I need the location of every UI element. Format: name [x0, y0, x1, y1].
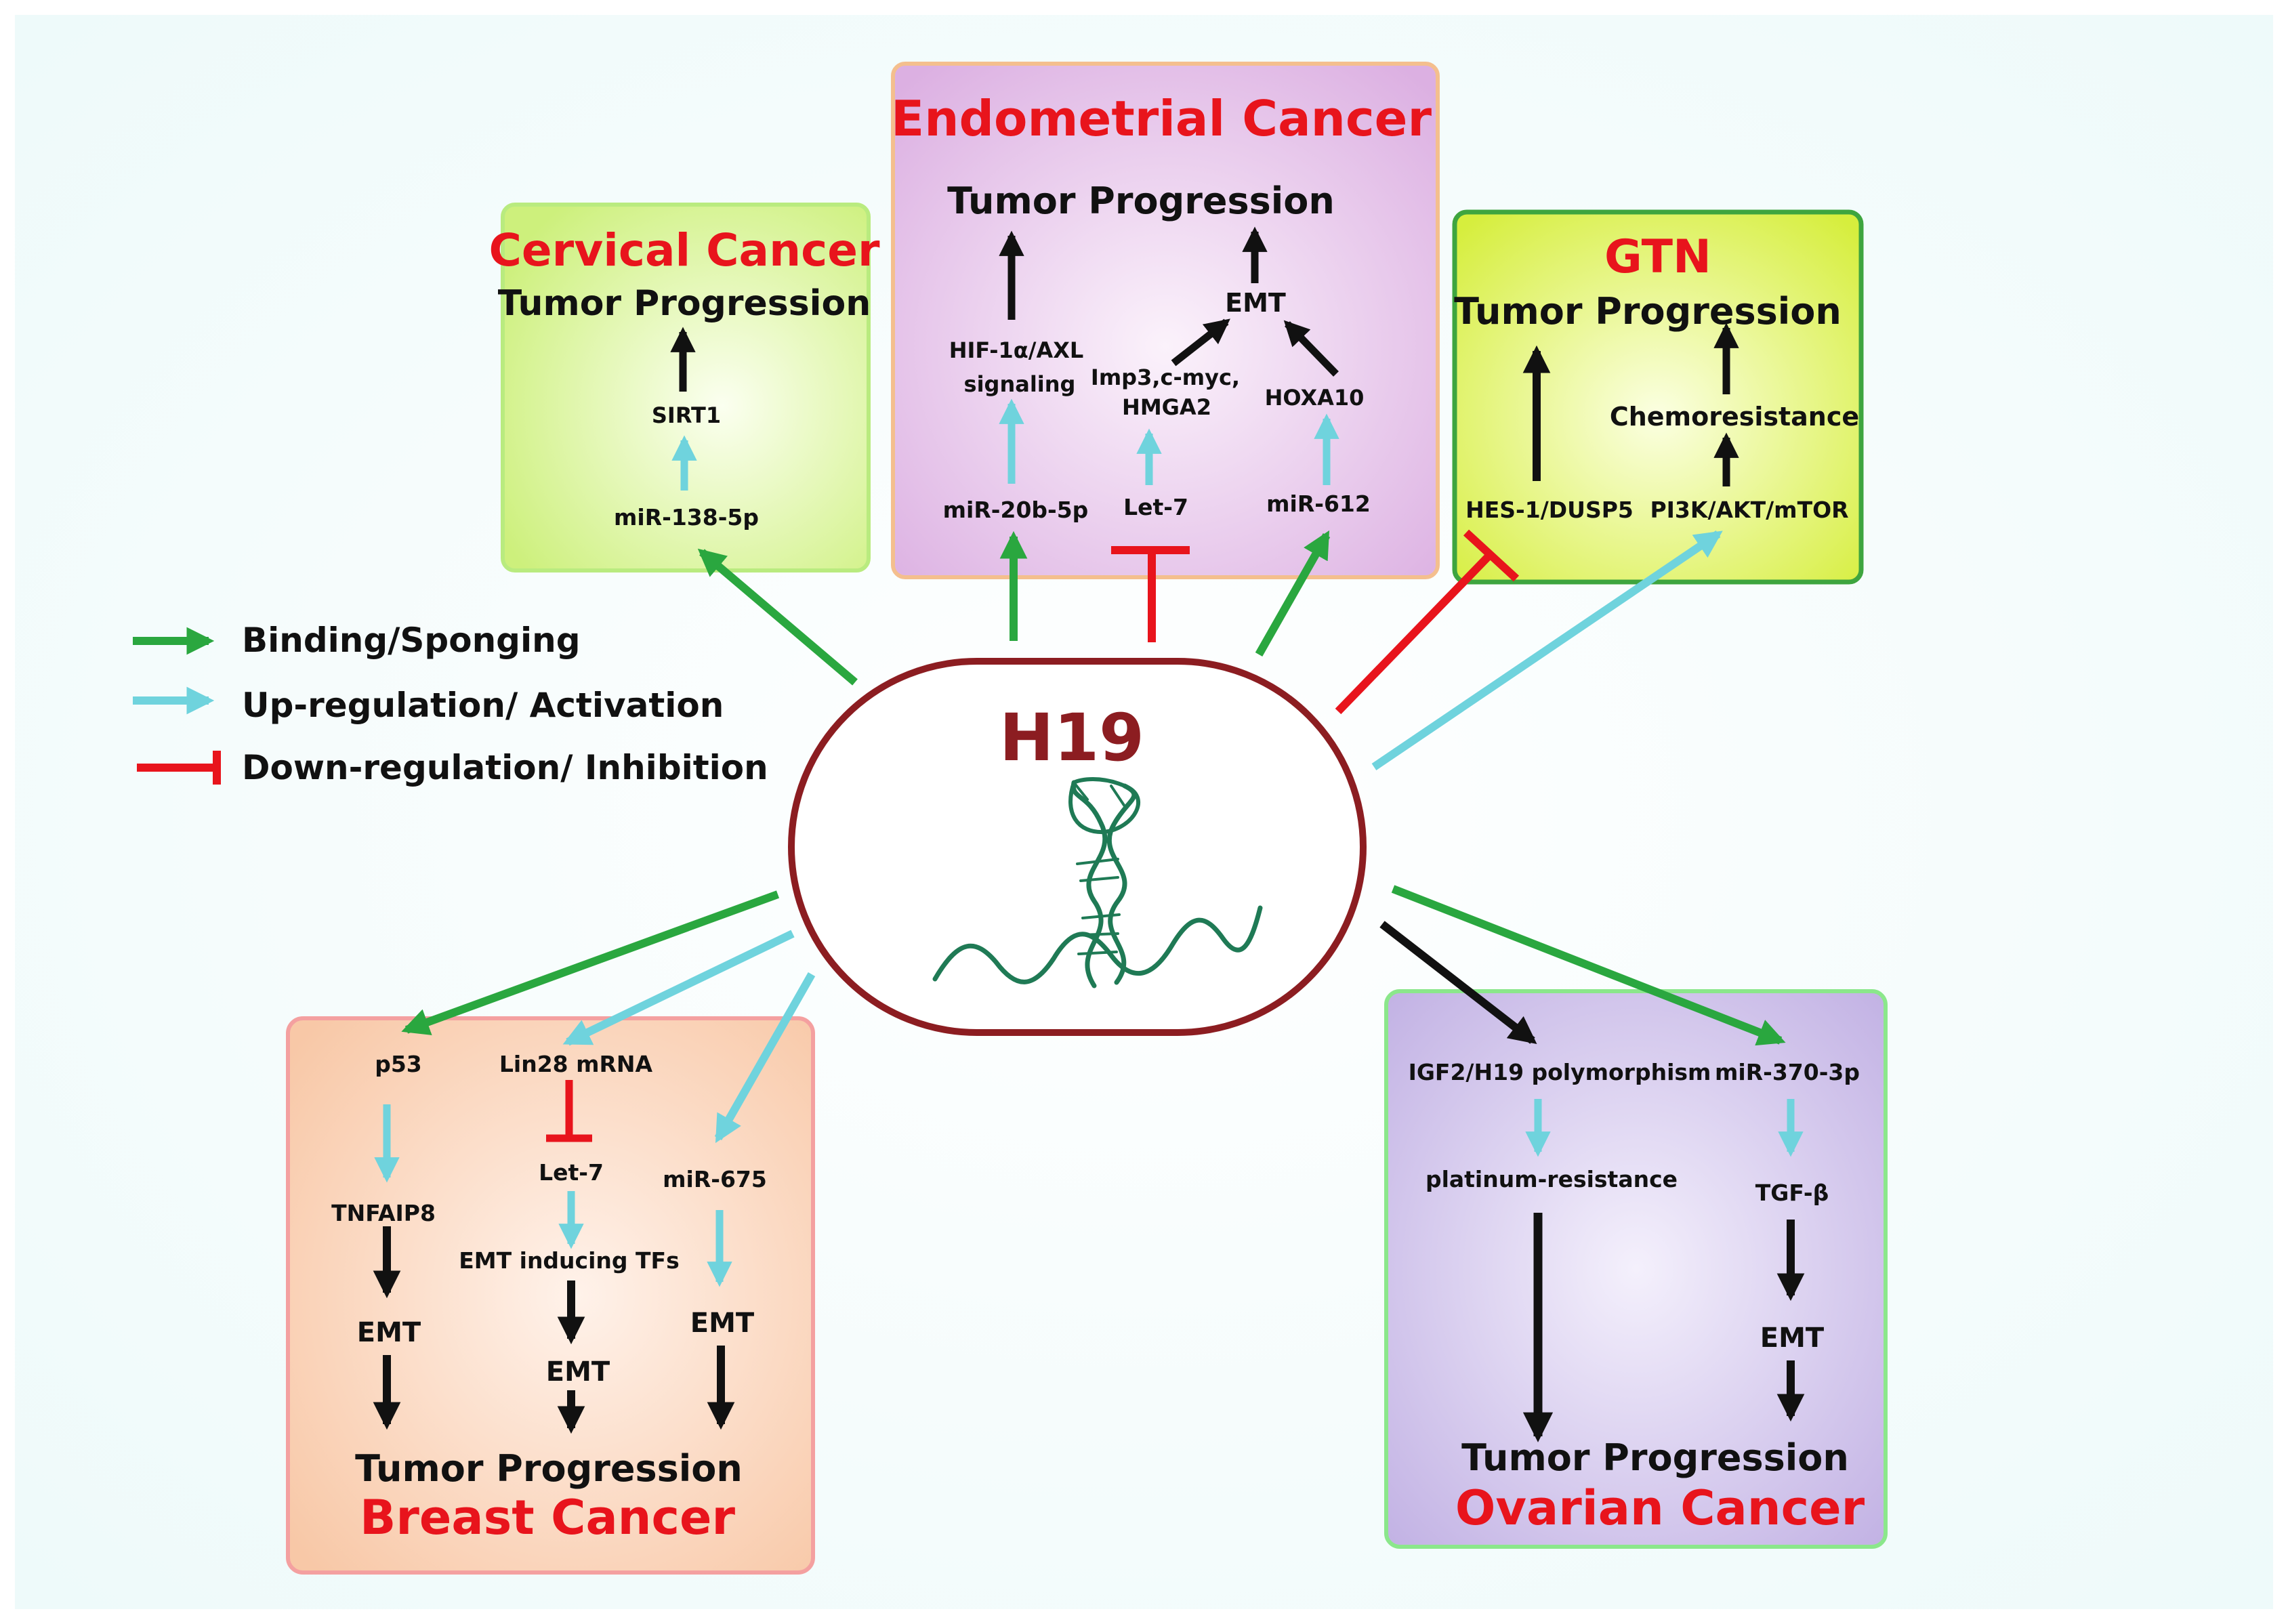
rna-helix-icon	[932, 777, 1263, 988]
endometrial-imp-line2: HMGA2	[1122, 394, 1211, 420]
gtn-panel	[1452, 209, 1864, 585]
breast-mir675-label: miR-675	[663, 1166, 767, 1192]
endometrial-emt-label: EMT	[1225, 288, 1286, 318]
endometrial-hif-line2: signaling	[964, 371, 1076, 397]
ovarian-tumor-progression: Tumor Progression	[1461, 1436, 1849, 1479]
ovarian-emt-label: EMT	[1760, 1323, 1825, 1354]
h19-mir370-binding-arrow	[1391, 885, 1786, 1046]
endometrial-mir20b-label: miR-20b-5p	[943, 497, 1089, 523]
breast-emt1-label: EMT	[357, 1317, 421, 1348]
breast-let7-label: Let-7	[539, 1159, 604, 1186]
legend-inhibition-label: Down-regulation/ Inhibition	[242, 748, 768, 787]
h19-title: H19	[999, 700, 1144, 776]
endometrial-let7-label: Let-7	[1123, 494, 1188, 520]
ovarian-cancer-title: Ovarian Cancer	[1455, 1480, 1865, 1536]
h19-capsule	[788, 658, 1367, 1036]
h19-cervical-binding-arrow	[697, 548, 858, 686]
breast-p53-label: p53	[375, 1051, 422, 1077]
cervical-sirt1-label: SIRT1	[652, 402, 721, 428]
breast-tumor-progression: Tumor Progression	[355, 1447, 743, 1490]
h19-mir612-binding-arrow	[1255, 530, 1331, 657]
endometrial-tumor-progression: Tumor Progression	[947, 180, 1335, 222]
h19-p53-binding-arrow	[401, 890, 780, 1035]
cervical-cancer-title: Cervical Cancer	[488, 224, 880, 276]
cervical-tumor-progression: Tumor Progression	[498, 283, 871, 324]
h19-igf2-arrow	[1379, 921, 1537, 1044]
ovarian-tgfb-label: TGF-β	[1755, 1180, 1829, 1206]
h19-lin28-activation-arrow	[562, 930, 795, 1046]
legend-binding-label: Binding/Sponging	[242, 621, 581, 660]
endometrial-hif-line1: HIF-1α/AXL	[949, 337, 1084, 363]
endometrial-hoxa10-label: HOXA10	[1265, 385, 1365, 411]
gtn-hes-label: HES-1/DUSP5	[1465, 497, 1634, 523]
breast-lin28-label: Lin28 mRNA	[499, 1051, 653, 1077]
endometrial-imp-line1: Imp3,c-myc,	[1091, 365, 1240, 390]
cervical-mir-label: miR-138-5p	[614, 504, 759, 530]
h19-mir675-activation-arrow	[714, 972, 816, 1144]
gtn-pi3k-label: PI3K/AKT/mTOR	[1650, 497, 1848, 523]
endometrial-imp-emt-arrow	[1171, 318, 1230, 367]
breast-cancer-panel	[286, 1016, 815, 1575]
gtn-title: GTN	[1604, 230, 1711, 284]
ovarian-igf2-label: IGF2/H19 polymorphism	[1409, 1059, 1711, 1085]
breast-emt-tfs-label: EMT inducing TFs	[459, 1247, 679, 1274]
endometrial-cancer-panel	[891, 62, 1440, 579]
gtn-tumor-progression: Tumor Progression	[1454, 290, 1842, 333]
h19-hes-inhibition-arrow	[1335, 552, 1493, 715]
h19-hes-inhibition-bar	[1463, 529, 1520, 582]
breast-emt3-label: EMT	[690, 1308, 755, 1339]
ovarian-mir370-label: miR-370-3p	[1715, 1059, 1860, 1085]
breast-tnfaip8-label: TNFAIP8	[331, 1200, 436, 1226]
breast-cancer-title: Breast Cancer	[360, 1490, 735, 1545]
gtn-chemoresistance-label: Chemoresistance	[1610, 402, 1859, 432]
legend-upregulation-label: Up-regulation/ Activation	[242, 686, 724, 725]
endometrial-hoxa-emt-arrow	[1283, 320, 1339, 377]
legend: Binding/Sponging Up-regulation/ Activati…	[133, 621, 768, 787]
endometrial-mir612-label: miR-612	[1266, 491, 1371, 517]
ovarian-platinum-label: platinum-resistance	[1426, 1166, 1678, 1192]
ovarian-cancer-panel	[1384, 989, 1888, 1549]
endometrial-cancer-title: Endometrial Cancer	[891, 90, 1432, 147]
h19-pi3k-activation-arrow	[1371, 530, 1723, 770]
breast-emt2-label: EMT	[546, 1356, 610, 1388]
